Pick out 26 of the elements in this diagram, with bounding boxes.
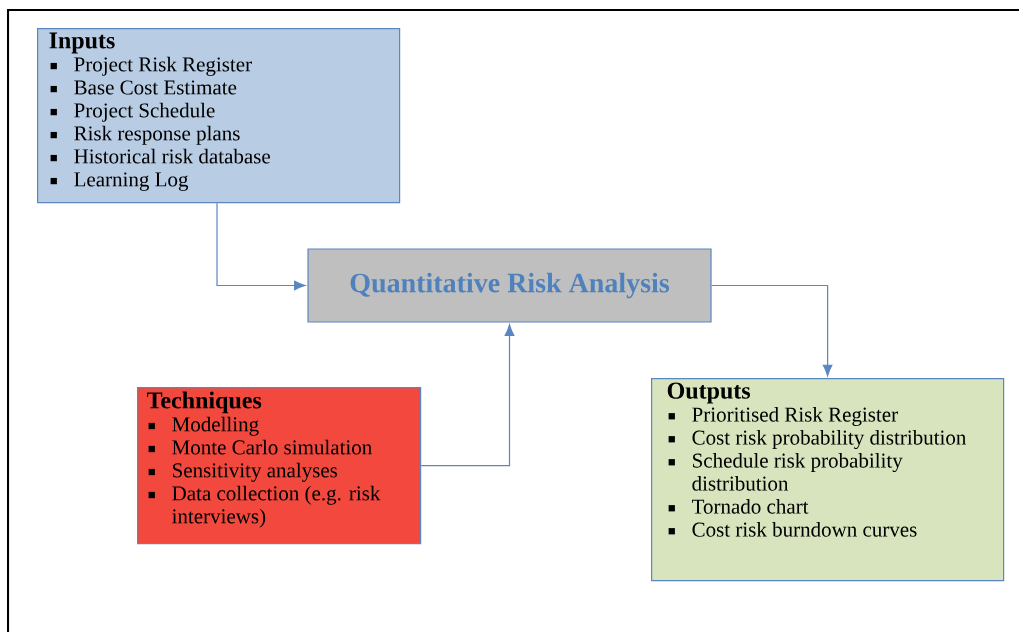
bullet-item: Prioritised Risk Register <box>668 406 898 427</box>
bullet-item: Project Risk Register <box>50 56 252 76</box>
bullet-item: Tornado chart <box>668 498 809 514</box>
bullet-item: Cost risk probability distribution <box>668 429 967 450</box>
bullet-item: Learning Log <box>50 172 189 191</box>
bullet-item: Base Cost Estimate <box>50 80 237 95</box>
arrow <box>216 202 306 291</box>
list-box <box>137 387 422 545</box>
box-heading: Techniques <box>147 391 262 414</box>
list-box <box>651 378 1005 582</box>
bullet-item: Modelling <box>148 416 259 436</box>
box-heading: Inputs <box>49 32 115 54</box>
box-heading: Outputs <box>667 382 751 404</box>
bullet-item: Monte Carlo simulation <box>148 439 372 455</box>
bullet-item: Sensitivity analyses <box>148 462 338 482</box>
bullet-item: Schedule risk probability distribution <box>668 452 903 491</box>
bullet-item: Project Schedule <box>50 102 215 122</box>
bullet-item: Data collection (e.g. risk interviews) <box>148 485 381 528</box>
process-box <box>307 248 712 323</box>
bullet-item: Cost risk burndown curves <box>668 521 917 537</box>
arrow <box>420 324 515 467</box>
list-box <box>37 28 401 204</box>
bullet-item: Historical risk database <box>50 148 270 164</box>
bullet-item: Risk response plans <box>50 125 240 145</box>
arrow <box>711 284 833 377</box>
box-title: Quantitative Risk Analysis <box>350 272 670 299</box>
